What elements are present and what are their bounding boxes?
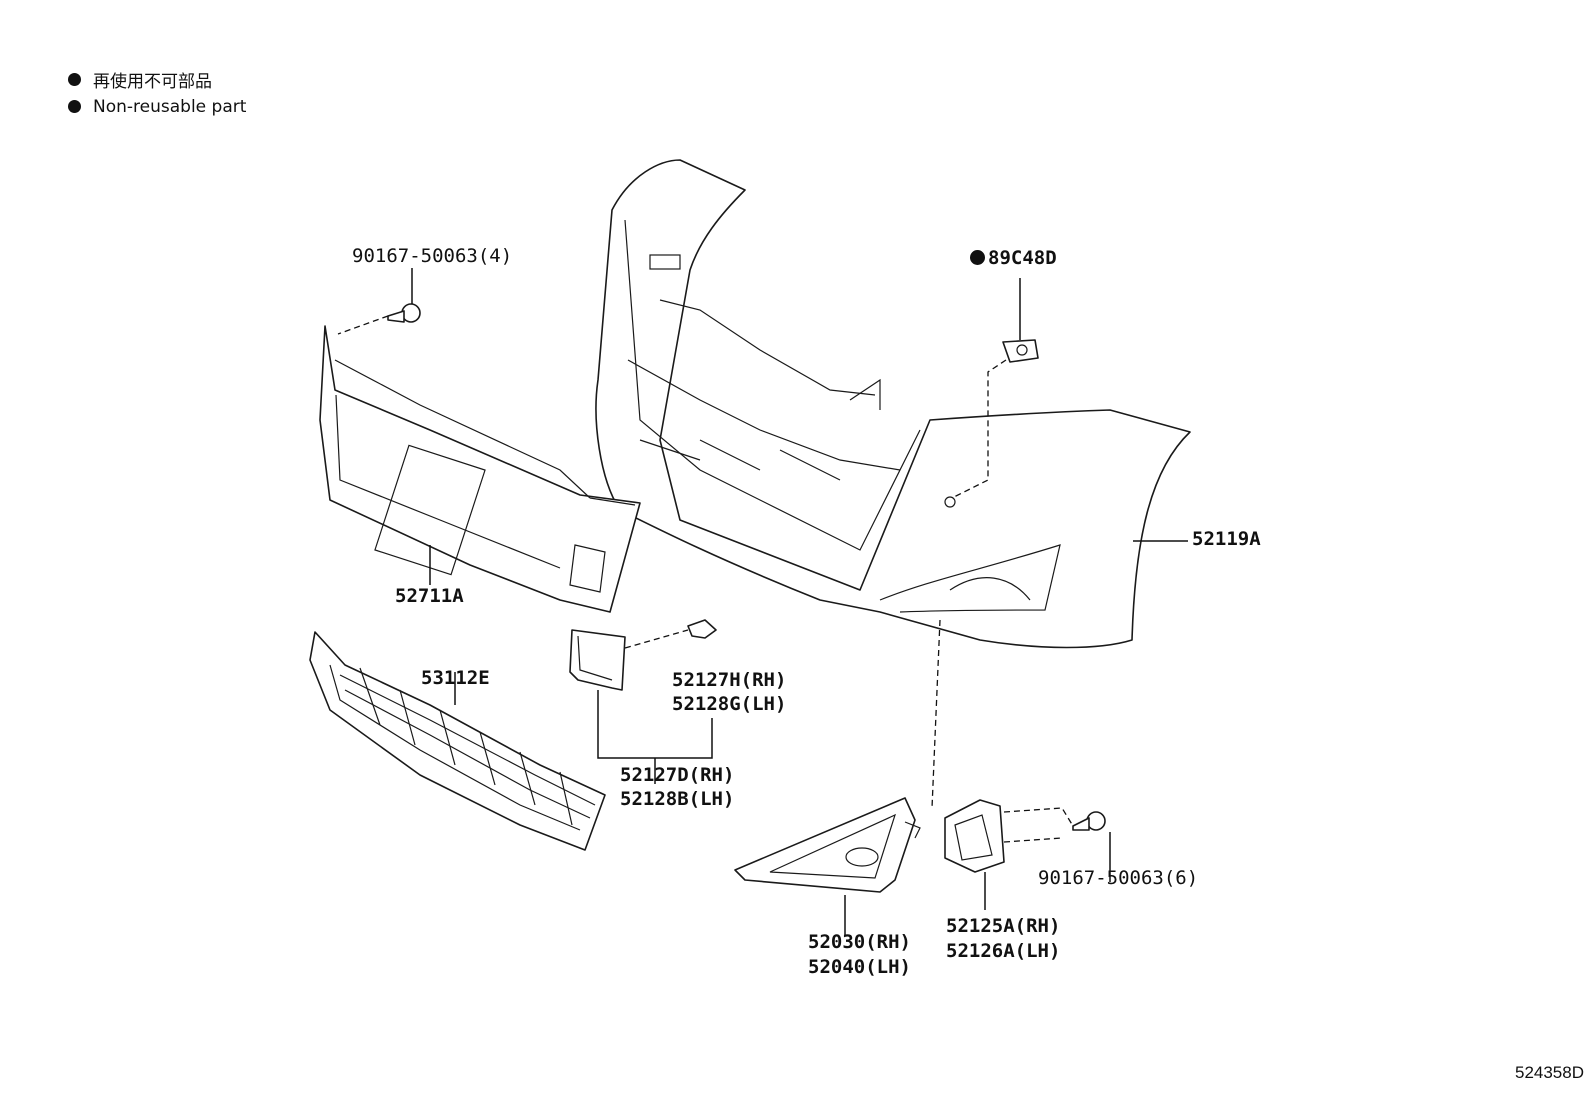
screw-bottom-part	[1072, 811, 1106, 831]
callout-screw-top: 90167-50063(4)	[352, 245, 513, 267]
callout-bracket-lh: 52126A(LH)	[946, 940, 1061, 962]
legend-label-japanese: 再使用不可部品	[93, 72, 212, 92]
upper-grille-part	[319, 325, 641, 613]
legend-item-english: Non-reusable part	[68, 93, 246, 120]
callout-garnish-small-lh: 52128G(LH)	[672, 693, 787, 715]
callout-bracket-rh: 52125A(RH)	[946, 915, 1061, 937]
non-reusable-bullet-icon	[68, 100, 81, 113]
leader-lines	[411, 268, 1188, 935]
callout-screw-bottom: 90167-50063(6)	[1038, 867, 1199, 889]
callout-fog-cover-rh: 52030(RH)	[808, 931, 911, 953]
non-reusable-mark-icon	[970, 250, 985, 265]
assembly-dashed-lines	[337, 315, 1074, 843]
callout-garnish-rh: 52127D(RH)	[620, 764, 735, 786]
legend-label-english: Non-reusable part	[93, 96, 247, 117]
legend: 再使用不可部品 Non-reusable part	[68, 66, 246, 120]
callout-garnish-small-rh: 52127H(RH)	[672, 669, 787, 691]
clip-89c48d-part	[1002, 339, 1039, 363]
garnish-part	[569, 629, 626, 691]
callout-bumper-cover: 52119A	[1192, 528, 1261, 550]
non-reusable-bullet-icon	[68, 73, 81, 86]
fog-cover-part	[734, 797, 921, 893]
legend-item-japanese: 再使用不可部品	[68, 66, 246, 93]
drawing-id: 524358D	[1514, 1063, 1584, 1082]
screw-top-part	[387, 303, 421, 323]
callout-fog-cover-lh: 52040(LH)	[808, 956, 911, 978]
bumper-cover-part	[595, 159, 1191, 649]
callout-lower-grille: 53112E	[421, 667, 490, 689]
lower-grille-part	[309, 631, 606, 851]
garnish-clip-part	[687, 619, 717, 639]
callout-upper-grille: 52711A	[395, 585, 464, 607]
callout-clip-label: 89C48D	[988, 247, 1057, 269]
callout-garnish-lh: 52128B(LH)	[620, 788, 735, 810]
callout-clip-89c48d: 89C48D	[970, 246, 1057, 270]
fog-bracket-part	[944, 799, 1005, 873]
